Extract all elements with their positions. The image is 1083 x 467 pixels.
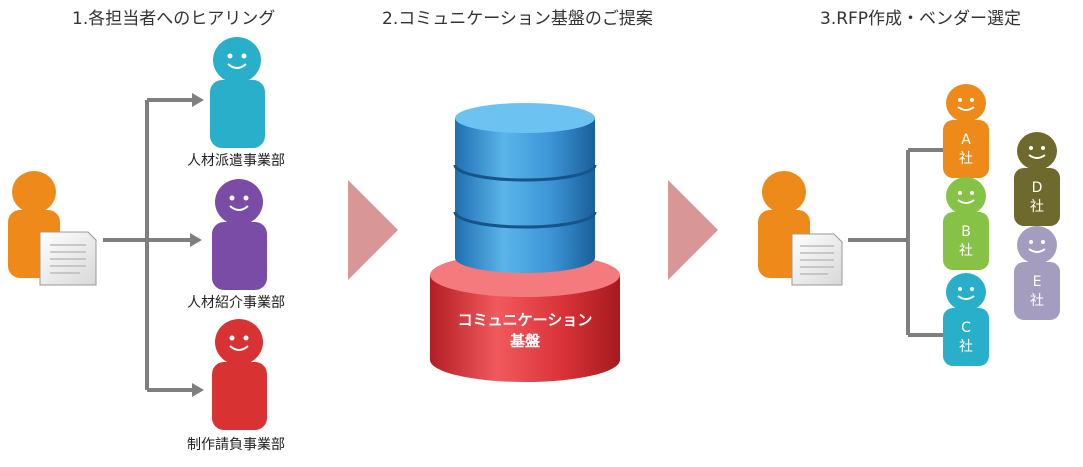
person-icon-dispatch [210,37,265,148]
vendor-c-suffix: 社 [959,339,973,355]
vendor-d-suffix: 社 [1030,199,1044,215]
vendor-b-suffix: 社 [959,243,973,259]
vendor-c-person-icon [943,273,989,366]
vendor-d-person-icon [1014,132,1060,226]
database-icon [430,103,620,382]
vendor-d-letter: D [1032,180,1043,196]
vendor-e-person-icon [1014,226,1060,320]
document-icon-2 [791,233,843,286]
hearing-arrowheads [190,93,204,397]
step-2-heading: 2.コミュニケーション基盤のご提案 [382,9,653,29]
vendor-connectors [848,148,945,337]
person-icon-production [212,319,267,430]
vendor-b-letter: B [961,224,971,240]
vendor-a-suffix: 社 [959,151,973,167]
vendor-e-letter: E [1033,274,1042,290]
step-arrow-2 [668,180,718,280]
vendor-a-person-icon [943,84,989,178]
platform-label-line1: コミュニケーション [458,311,593,329]
person-icon-placement [212,179,267,290]
dept-label-placement: 人材紹介事業部 [187,295,285,311]
document-icon [39,231,97,286]
hearing-connectors [103,98,192,392]
vendor-c-letter: C [961,320,971,336]
platform-label-line2: 基盤 [509,332,541,350]
step-1-heading: 1.各担当者へのヒアリング [72,9,276,29]
dept-label-production: 制作請負事業部 [187,437,285,453]
vendor-e-suffix: 社 [1030,293,1044,309]
step-3-heading: 3.RFP作成・ベンダー選定 [820,9,1022,29]
dept-label-dispatch: 人材派遣事業部 [187,153,285,169]
vendor-b-person-icon [943,177,989,270]
step-arrow-1 [348,180,398,280]
vendor-a-letter: A [961,132,971,148]
